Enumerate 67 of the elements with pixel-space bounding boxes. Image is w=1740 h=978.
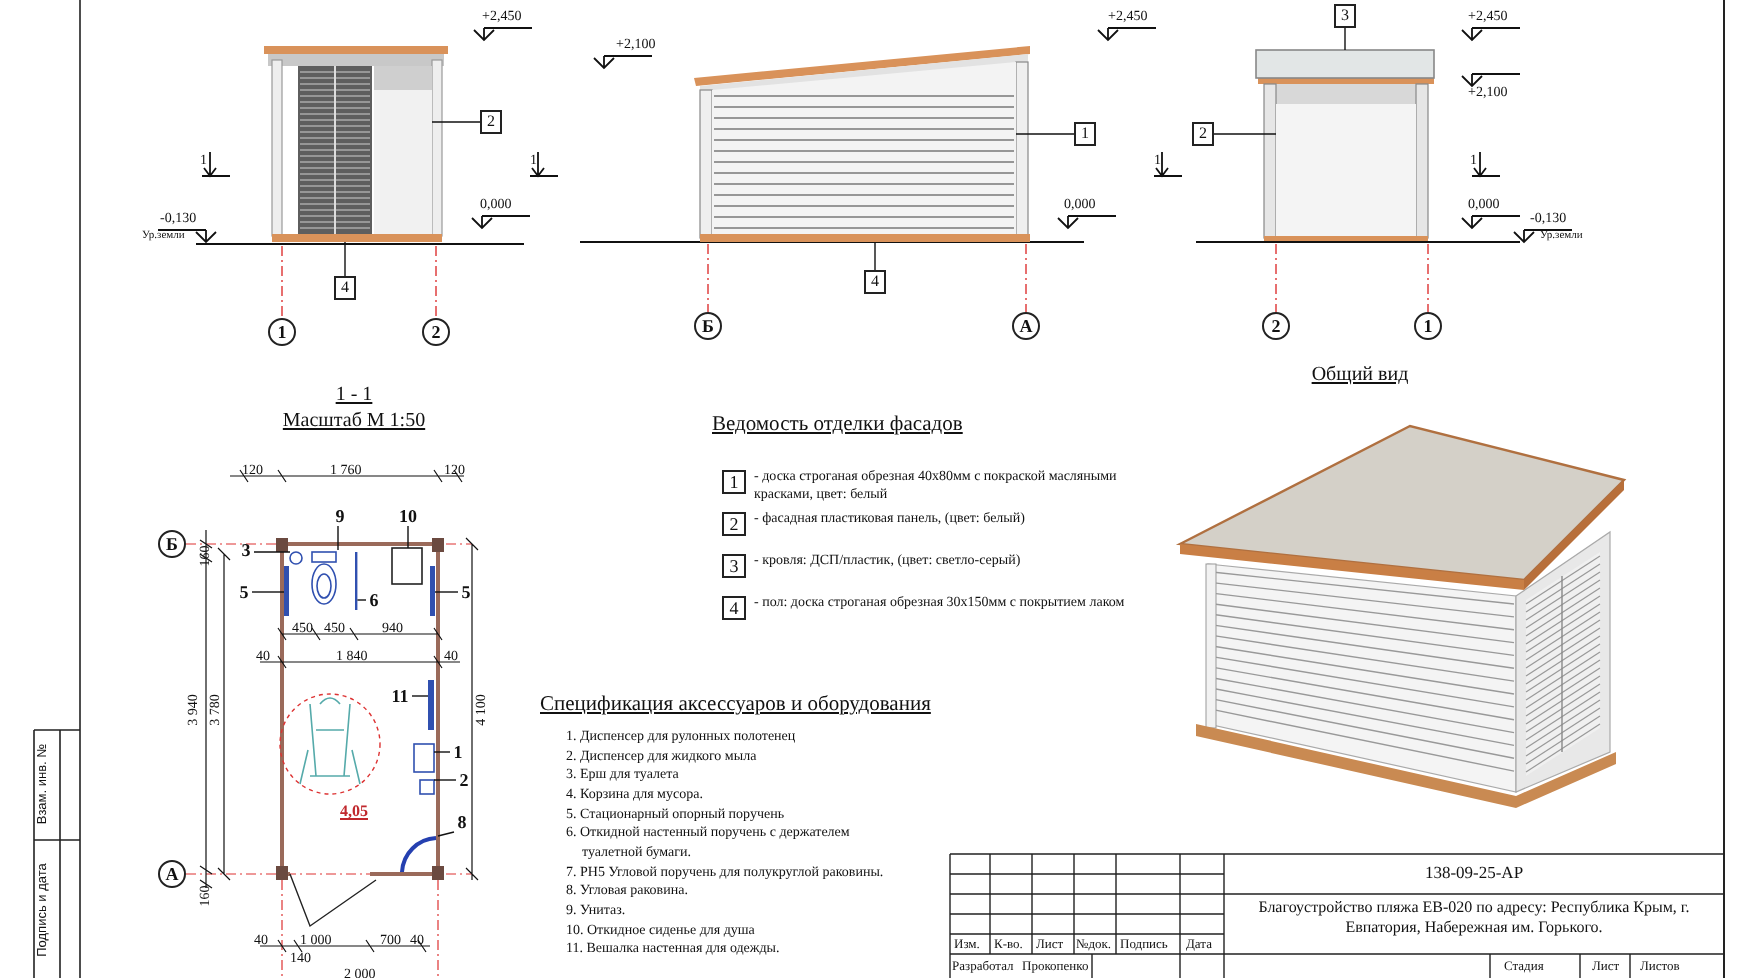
callout-number: 10 <box>396 506 420 526</box>
leader-line <box>1213 133 1277 135</box>
callout-number: 11 <box>388 686 412 706</box>
shower-seat <box>391 547 423 585</box>
leader-line <box>411 695 429 697</box>
area-value: 4,05 <box>340 804 368 820</box>
roof-panel <box>1255 49 1435 79</box>
corner-sink <box>400 836 437 873</box>
grab-bar <box>430 566 435 616</box>
leader-line <box>874 241 876 271</box>
coat-rail <box>428 680 434 730</box>
grab-bar <box>284 566 289 616</box>
axis-bubble: Б <box>694 312 722 340</box>
leader-line <box>407 525 409 549</box>
callout-number: 4 <box>864 270 886 294</box>
wall-panel <box>374 90 432 234</box>
leader-line <box>251 591 285 593</box>
axis-bubble: 1 <box>268 318 296 346</box>
callout-number: 2 <box>480 110 502 134</box>
axis-bubble: Б <box>158 530 186 558</box>
section-heading: Спецификация аксессуаров и оборудования <box>540 696 931 717</box>
callout-number: 4 <box>334 276 356 300</box>
siding-wall <box>712 62 1016 236</box>
leader-line <box>1344 27 1346 51</box>
project-address: Благоустройство пляжа ЕВ-020 по адресу: Республика Крым, г. Евпатория, Набережная им. Горького. <box>1256 898 1692 940</box>
callout-number: 2 <box>1192 122 1214 146</box>
floor-deck <box>272 234 442 242</box>
drawing-title: Масштаб М 1:50 <box>282 412 426 432</box>
callout-number: 1 <box>450 742 466 762</box>
leader-line <box>253 551 291 553</box>
callout-number: 3 <box>722 554 746 578</box>
callout-number: 4 <box>722 596 746 620</box>
callout-number: 9 <box>332 506 348 526</box>
axis-bubble: 1 <box>1414 312 1442 340</box>
soap-dispenser <box>419 779 435 795</box>
callout-number: 5 <box>458 582 474 602</box>
towel-dispenser <box>413 743 435 773</box>
callout-number: 6 <box>366 590 382 610</box>
leader-line <box>431 121 481 123</box>
axis-bubble: А <box>158 860 186 888</box>
callout-number: 2 <box>456 770 472 790</box>
callout-number: 5 <box>236 582 252 602</box>
callout-number: 3 <box>238 540 254 560</box>
wall-panel <box>1276 104 1416 236</box>
drawing-title: Общий вид <box>1311 366 1409 386</box>
drawing-code: 138-09-25-АР <box>1424 864 1524 881</box>
toilet-brush <box>289 551 303 565</box>
callout-number: 2 <box>722 512 746 536</box>
leader-line <box>344 241 346 277</box>
drawing-title: 1 - 1 <box>335 386 373 406</box>
section-heading: Ведомость отделки фасадов <box>712 416 963 437</box>
axis-bubble: 2 <box>1262 312 1290 340</box>
leader-line <box>1015 133 1075 135</box>
toilet <box>311 551 337 605</box>
floor-deck <box>700 234 1030 242</box>
callout-number: 8 <box>454 812 470 832</box>
leader-line <box>433 779 457 781</box>
leader-line <box>434 591 459 593</box>
callout-number: 1 <box>722 470 746 494</box>
leader-line <box>356 599 367 601</box>
callout-number: 3 <box>1334 4 1356 28</box>
axis-bubble: 2 <box>422 318 450 346</box>
callout-number: 1 <box>1074 122 1096 146</box>
leader-line <box>437 831 455 837</box>
leader-line <box>433 751 451 753</box>
axis-bubble: А <box>1012 312 1040 340</box>
leader-line <box>337 525 339 551</box>
